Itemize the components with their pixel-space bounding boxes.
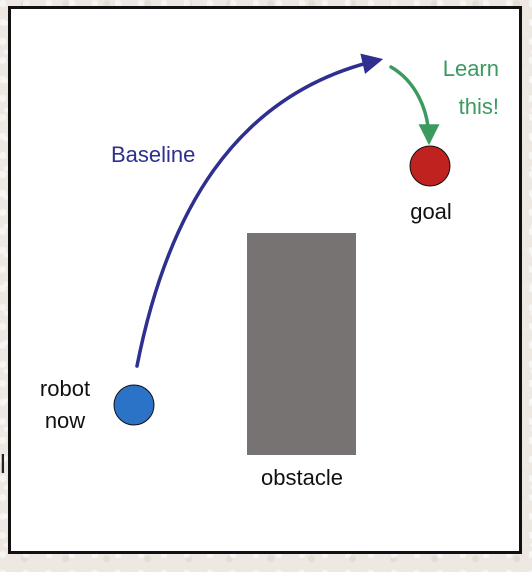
- baseline-label: Baseline: [111, 142, 196, 167]
- obstacle-label: obstacle: [261, 465, 343, 490]
- learn-label-line2: this!: [458, 94, 499, 119]
- goal-label: goal: [410, 199, 452, 224]
- diagram-panel: Baseline Learn this! goal robot now obst…: [8, 6, 522, 554]
- cutoff-edge-text: l: [0, 449, 6, 479]
- learn-label-line1: Learn: [442, 56, 499, 81]
- baseline-path: [135, 53, 384, 368]
- goal-marker: [409, 145, 451, 187]
- robot-label-line2: now: [44, 408, 86, 433]
- robot-marker: [113, 384, 155, 426]
- robot-label-line1: robot: [39, 376, 91, 401]
- learn-path: [389, 65, 440, 146]
- obstacle-block: [247, 233, 356, 455]
- diagram-canvas: [113, 53, 451, 455]
